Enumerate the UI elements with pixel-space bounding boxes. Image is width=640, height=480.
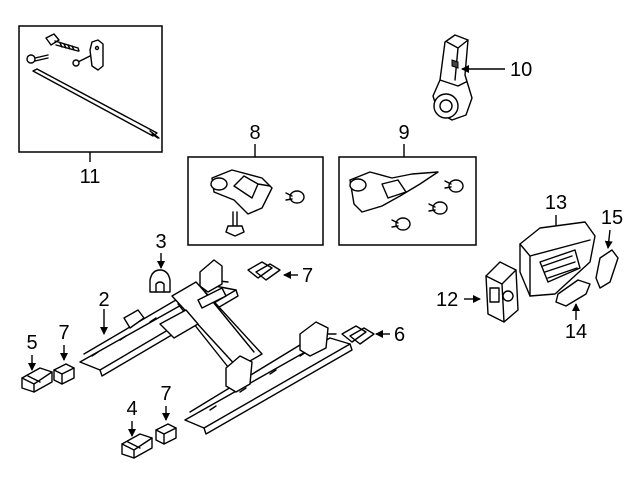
part-9-motor bbox=[349, 171, 439, 213]
part-9-nut-a bbox=[444, 179, 464, 193]
callout-1: 2 bbox=[98, 289, 109, 311]
callout-3: 4 bbox=[126, 398, 137, 420]
part-11-bolt bbox=[45, 33, 80, 52]
part-15-cover[interactable]: 15 bbox=[595, 207, 623, 289]
part-1-seat-track[interactable]: 2 bbox=[79, 259, 353, 435]
part-11-frame bbox=[18, 25, 163, 153]
part-11-group[interactable]: 11 bbox=[18, 25, 163, 188]
part-7-cap-bottom[interactable]: 7 bbox=[155, 383, 177, 445]
callout-10: 10 bbox=[510, 59, 532, 81]
part-14-cap[interactable]: 14 bbox=[555, 279, 591, 343]
part-13-module[interactable]: 13 bbox=[519, 192, 596, 297]
callout-5: 6 bbox=[394, 324, 405, 346]
callout-8: 8 bbox=[249, 122, 260, 144]
callout-2: 3 bbox=[155, 231, 166, 253]
callout-4: 5 bbox=[26, 332, 37, 354]
part-11-rod bbox=[32, 68, 160, 139]
part-9-group[interactable]: 9 bbox=[338, 122, 477, 246]
part-8-group[interactable]: 8 bbox=[187, 122, 324, 246]
part-8-motor bbox=[210, 169, 273, 215]
part-9-nut-c bbox=[391, 217, 411, 231]
callout-13: 13 bbox=[545, 192, 567, 214]
part-11-screw bbox=[26, 54, 49, 64]
part-5-clip[interactable]: 6 bbox=[341, 324, 405, 346]
part-8-bolt bbox=[225, 211, 245, 237]
callout-14: 14 bbox=[565, 321, 587, 343]
part-9-frame bbox=[338, 156, 477, 246]
part-6-clip[interactable]: 7 bbox=[247, 261, 313, 287]
callout-7-left: 7 bbox=[58, 322, 69, 344]
part-2-bushing[interactable]: 3 bbox=[149, 231, 171, 293]
callout-12: 12 bbox=[436, 289, 458, 311]
part-12-switch[interactable]: 12 bbox=[436, 261, 519, 323]
part-8-nut bbox=[285, 190, 305, 204]
callout-11: 11 bbox=[80, 166, 101, 188]
part-7-cap-left[interactable]: 7 bbox=[53, 322, 75, 385]
callout-6: 7 bbox=[302, 265, 313, 287]
part-3-cover[interactable]: 4 bbox=[121, 398, 153, 459]
callout-7-bottom: 7 bbox=[160, 383, 171, 405]
part-11-bracket bbox=[72, 39, 104, 71]
part-8-frame bbox=[187, 156, 324, 246]
part-4-cover[interactable]: 5 bbox=[21, 332, 53, 393]
callout-9: 9 bbox=[398, 122, 409, 144]
callout-15: 15 bbox=[601, 207, 623, 229]
part-9-nut-b bbox=[428, 201, 448, 215]
part-10-motor[interactable]: 10 bbox=[432, 34, 532, 121]
